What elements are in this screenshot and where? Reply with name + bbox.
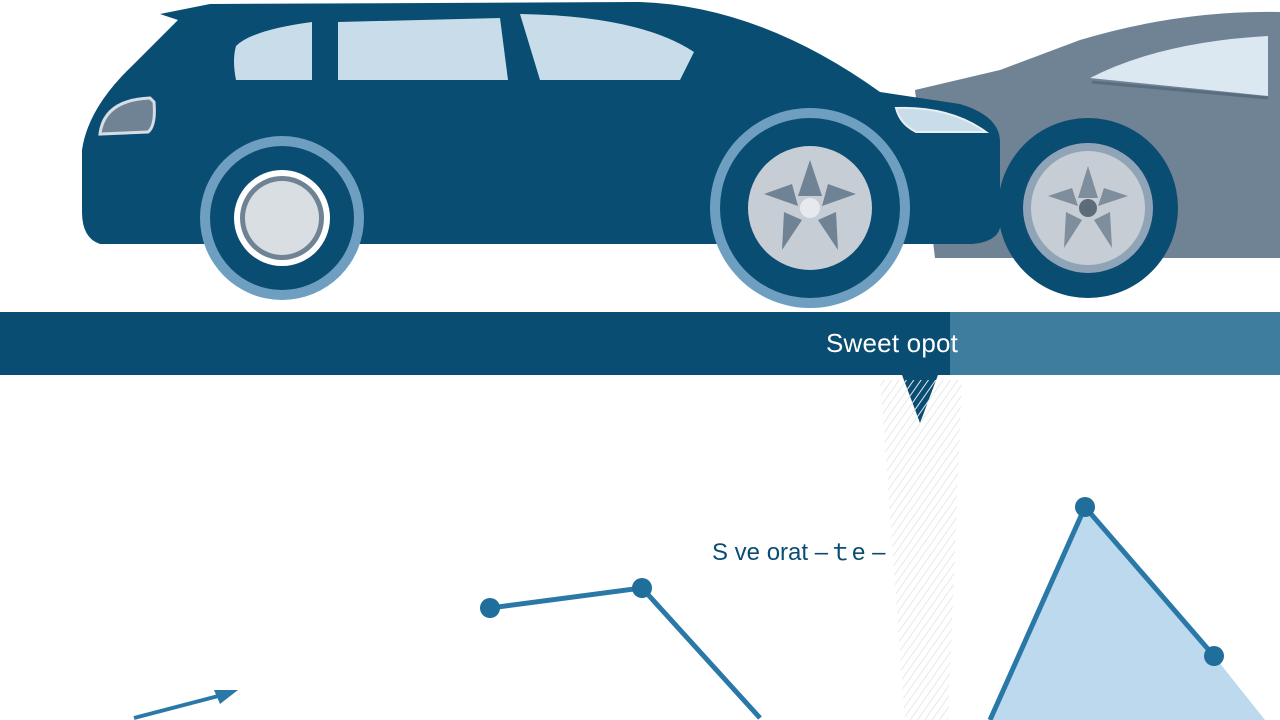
data-point xyxy=(480,598,500,618)
sedan-car-icon xyxy=(915,11,1280,298)
data-point xyxy=(1204,646,1224,666)
trend-arrow-line xyxy=(133,692,227,720)
line-chart-illustration xyxy=(133,380,1265,720)
data-point xyxy=(1075,497,1095,517)
sweet-spot-banner: Sweet opot xyxy=(0,312,1280,375)
banner-label: Sweet opot xyxy=(826,328,959,358)
banner-right-segment xyxy=(950,312,1280,375)
series-line-left xyxy=(489,585,762,720)
data-point xyxy=(632,578,652,598)
peak-area xyxy=(990,507,1265,720)
chart-label: S ve orat –ｔe – xyxy=(712,539,886,566)
cars-illustration xyxy=(82,2,1280,308)
suv-car-icon xyxy=(82,2,1000,308)
sweet-spot-column xyxy=(880,380,962,720)
trend-arrow-head-icon xyxy=(214,690,238,704)
